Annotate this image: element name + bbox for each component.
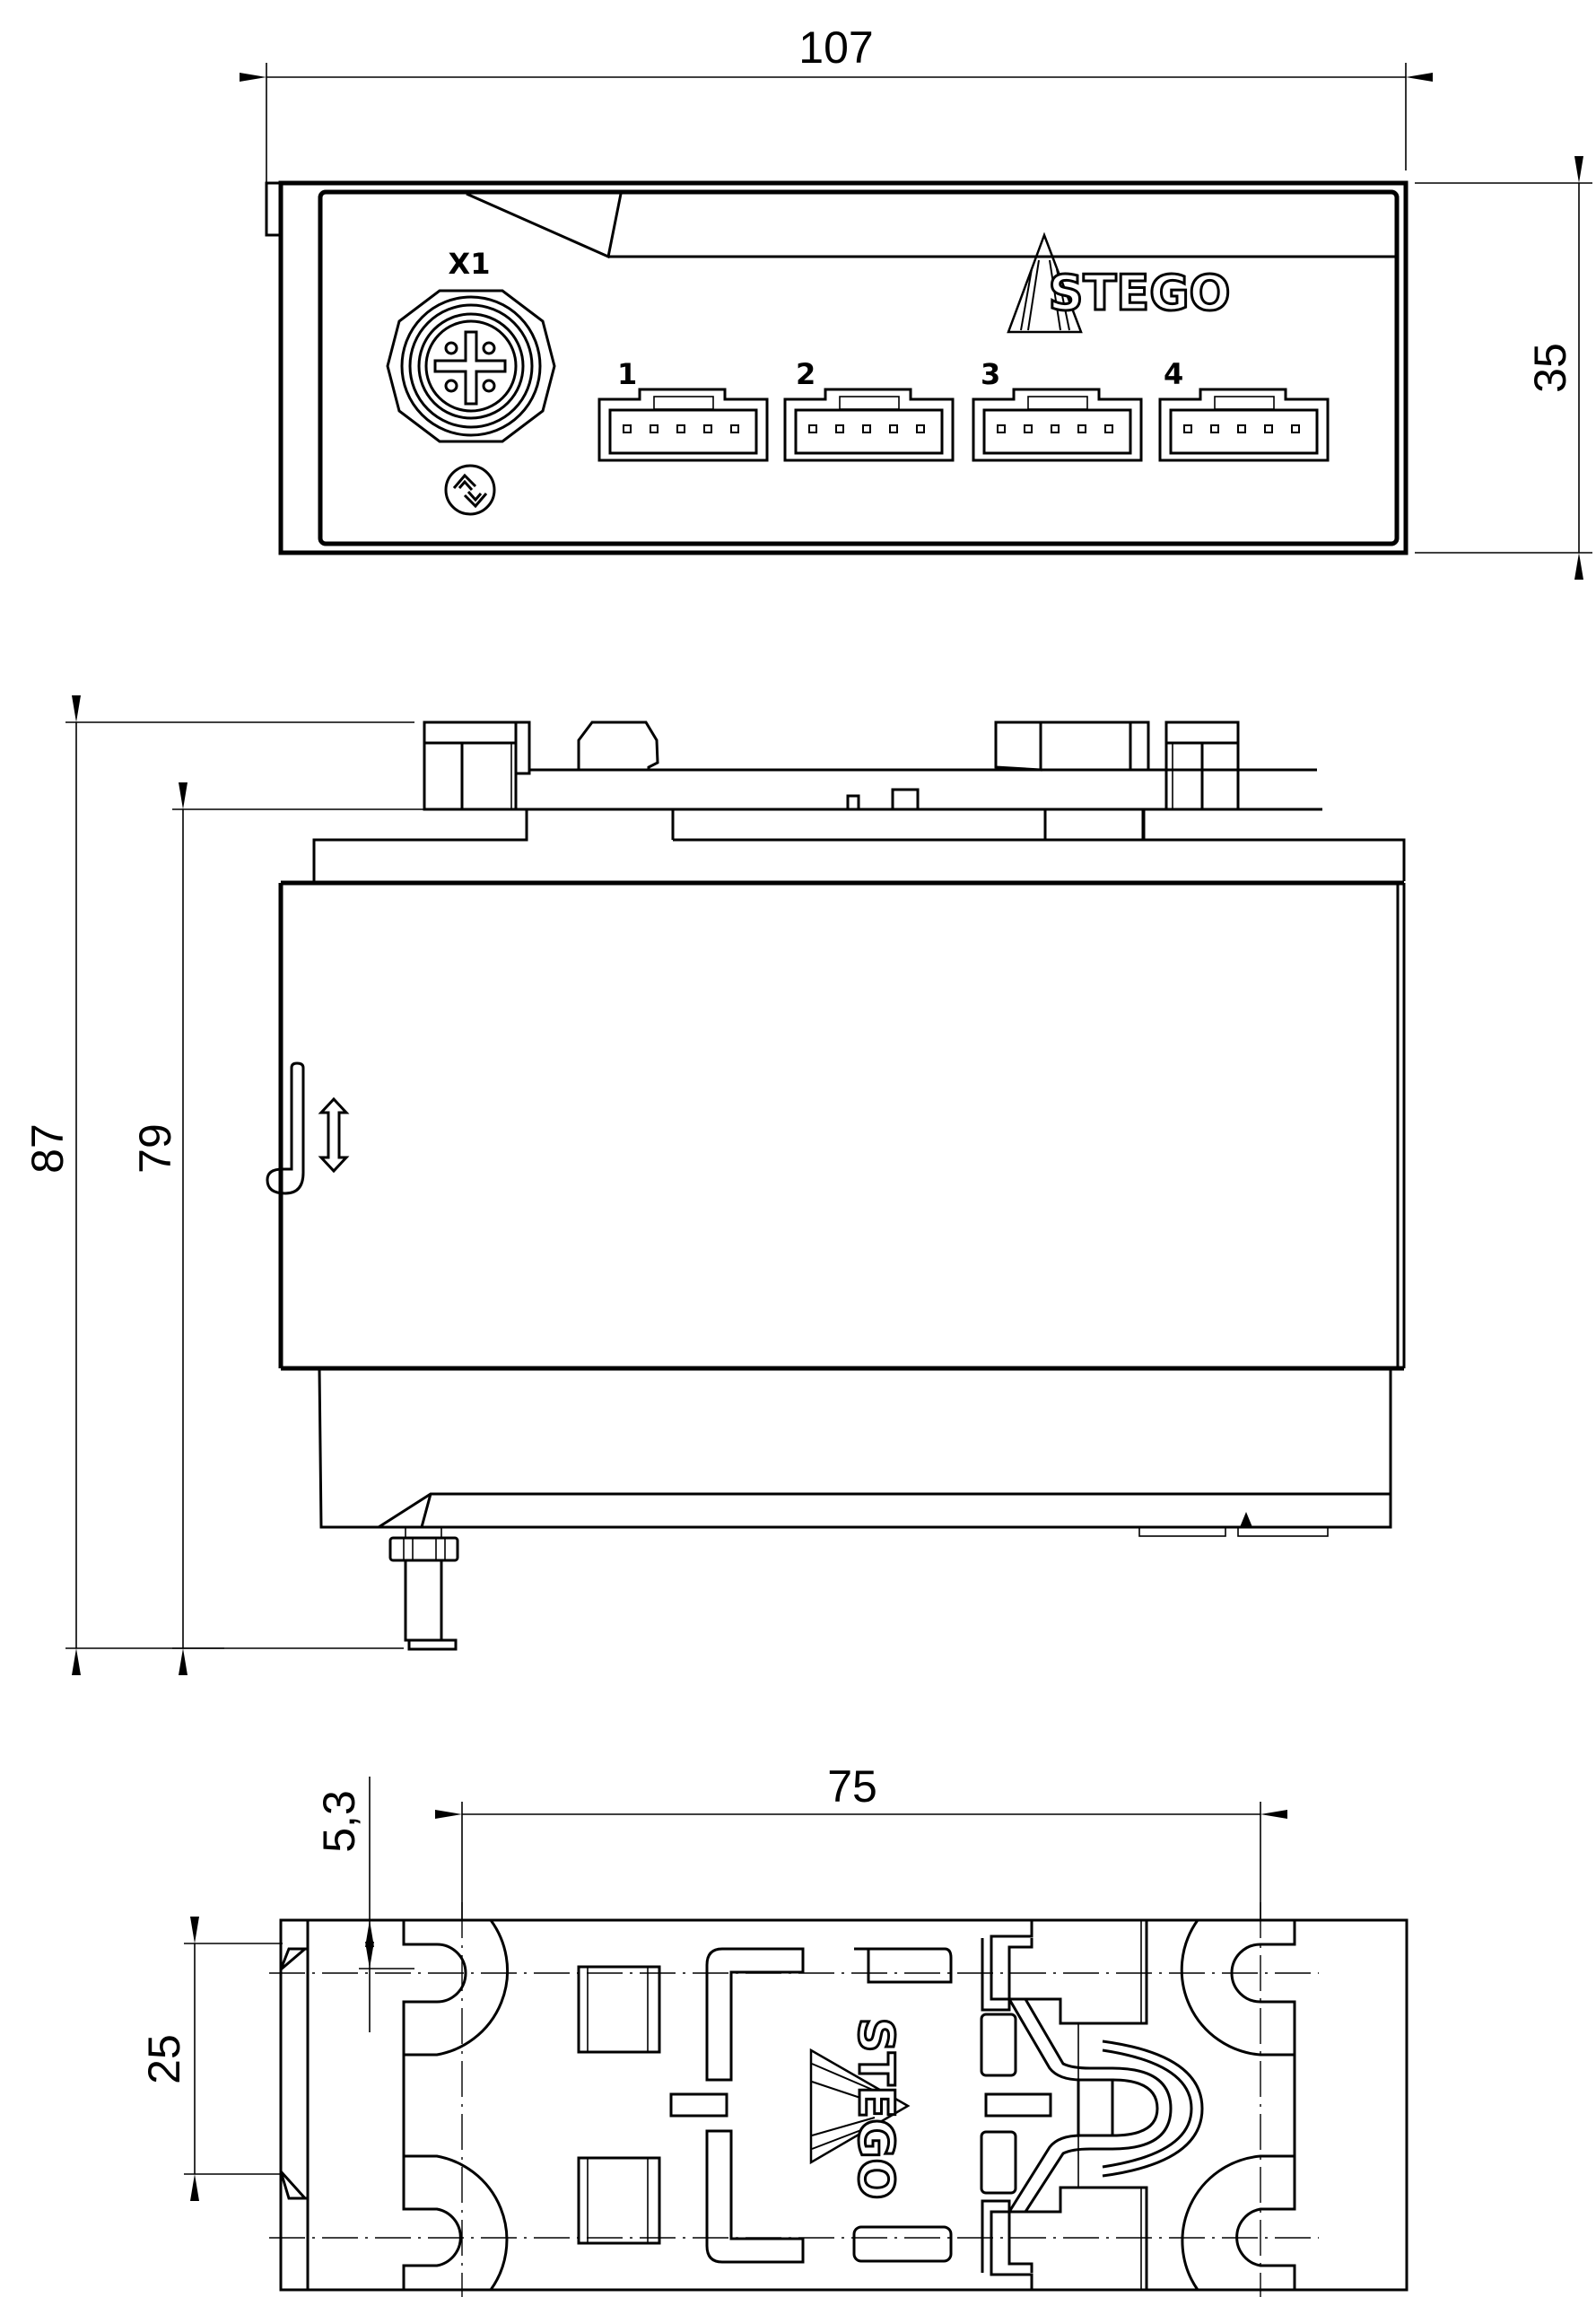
rotation-symbol-icon [444, 464, 496, 516]
dim-79-label: 79 [130, 1123, 180, 1174]
port-connectors: 1 2 3 4 [597, 357, 1330, 462]
dimension-slot-width-5-3: 5,3 [314, 1777, 414, 2032]
stego-logo: STEGO [1007, 231, 1232, 334]
dim-87-label: 87 [22, 1123, 73, 1174]
side-view: 87 79 [22, 695, 1406, 1675]
svg-text:STEGO: STEGO [1049, 265, 1231, 321]
dim-75-label: 75 [827, 1761, 877, 1812]
svg-text:1: 1 [617, 357, 637, 391]
m12-connector-side [388, 1527, 459, 1651]
x1-label: X1 [449, 247, 491, 281]
svg-text:2: 2 [796, 357, 815, 391]
port-connectors-side [1138, 1512, 1329, 1537]
stego-logo-bottom: STEGO [809, 2016, 911, 2201]
dimension-width-107: 107 [240, 22, 1433, 184]
front-view: 107 35 X1 [240, 22, 1592, 580]
din-rail-clip-icon [266, 1061, 305, 1195]
svg-text:3: 3 [981, 357, 1000, 391]
up-down-arrow-icon [318, 1096, 350, 1174]
port-3: 3 [972, 357, 1143, 462]
dimension-body-height-79: 79 [130, 782, 431, 1675]
dim-5-3-label: 5,3 [314, 1790, 364, 1853]
m12-connector-icon [386, 289, 556, 443]
port-1: 1 [597, 357, 769, 462]
bottom-view: 75 25 5,3 [139, 1761, 1408, 2297]
dim-35-label: 35 [1525, 343, 1575, 393]
dimension-height-35: 35 [1415, 156, 1592, 580]
mounting-slot-right [1180, 1919, 1296, 2291]
port-2: 2 [783, 357, 955, 462]
din-rail-mount [423, 721, 1322, 811]
dim-25-label: 25 [139, 2034, 189, 2084]
mounting-slot-left [402, 1919, 509, 2291]
dim-107-label: 107 [798, 22, 873, 73]
dimension-hole-spacing-25: 25 [139, 1917, 283, 2201]
dimension-hole-spacing-75: 75 [435, 1761, 1287, 1920]
svg-text:STEGO: STEGO [848, 2018, 904, 2200]
svg-text:4: 4 [1164, 357, 1183, 391]
dimension-total-height-87: 87 [22, 695, 414, 1675]
port-4: 4 [1158, 357, 1330, 462]
